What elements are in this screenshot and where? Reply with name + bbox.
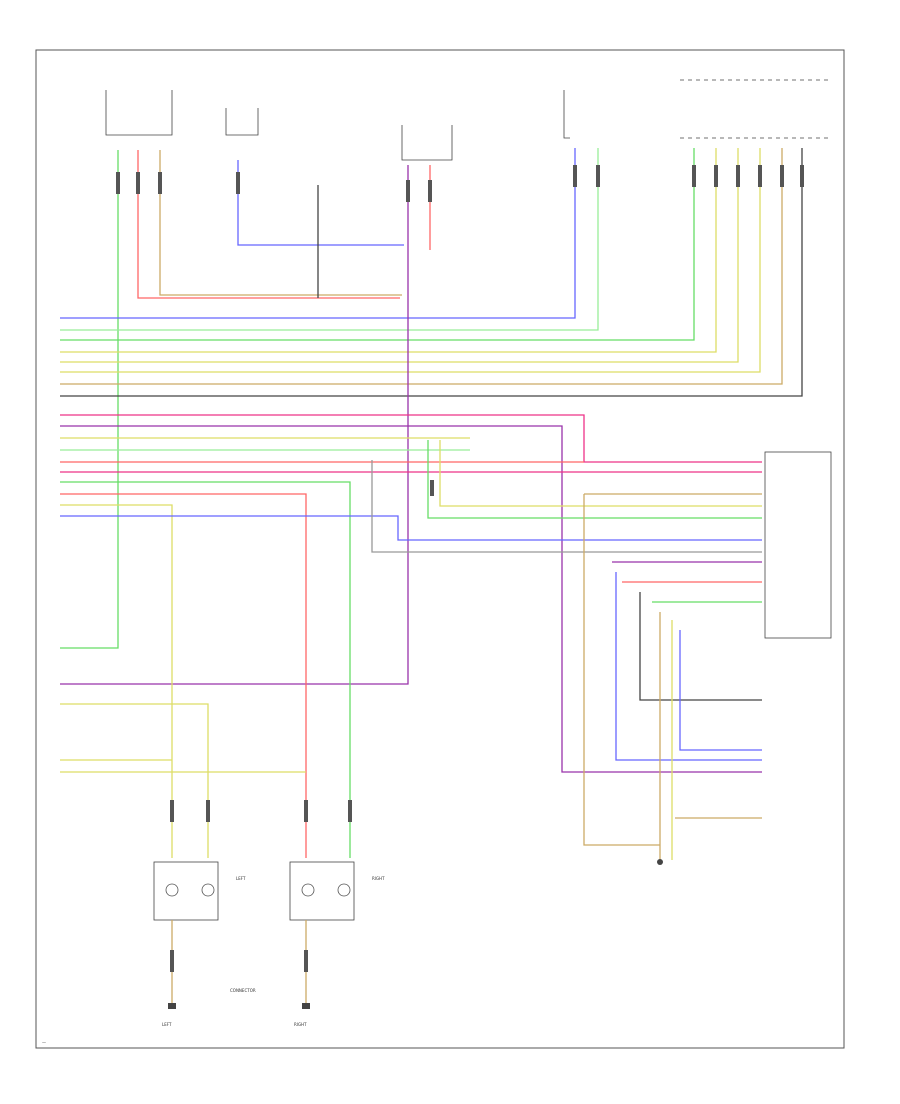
wire-violet-1 — [60, 165, 409, 685]
component-box-4 — [563, 90, 570, 139]
connector-14 — [428, 180, 432, 202]
connector-2 — [136, 172, 140, 194]
wire-green-4 — [427, 440, 762, 519]
diagram-frame — [35, 49, 845, 1049]
wire-black-3 — [639, 592, 762, 701]
wires — [60, 148, 803, 1005]
wire-yellow-8 — [60, 703, 209, 858]
wire-yellow-2 — [60, 148, 739, 363]
connector-15 — [170, 800, 174, 822]
connector-12 — [800, 165, 804, 187]
wire-tan-4 — [583, 494, 660, 846]
connector-3 — [158, 172, 162, 194]
bulb-icon — [201, 883, 215, 897]
wire-green-1 — [60, 150, 119, 649]
wire-yellow-1 — [60, 148, 717, 353]
connector-4 — [236, 172, 240, 194]
connector-17 — [304, 800, 308, 822]
wire-yellow-5 — [60, 504, 173, 858]
connector-11 — [780, 165, 784, 187]
wire-blue-3 — [60, 515, 762, 541]
connector-10 — [758, 165, 762, 187]
wire-green-3 — [60, 481, 351, 858]
lamp-box-left — [153, 861, 219, 921]
wire-blue-4 — [615, 572, 762, 761]
component-box-1 — [105, 90, 173, 136]
wire-black-1 — [60, 148, 803, 397]
component-box-3 — [401, 125, 453, 161]
ground-icon — [168, 1003, 176, 1009]
bulb-icon — [165, 883, 179, 897]
wire-tan-1 — [159, 150, 402, 296]
connector-16 — [206, 800, 210, 822]
bulb-icon — [301, 883, 315, 897]
ground-icon — [302, 1003, 310, 1009]
wire-red-4 — [60, 493, 307, 858]
wire-magenta-1 — [60, 414, 762, 463]
component-box-5 — [680, 79, 828, 139]
footer-code: — — [42, 1040, 46, 1045]
connector-13 — [406, 180, 410, 202]
ground-icon — [657, 859, 663, 865]
module-box — [764, 451, 832, 639]
connector-21 — [430, 480, 434, 496]
wire-tan-2 — [60, 148, 783, 385]
lamp-right-label: RIGHT — [372, 876, 385, 881]
wire-lightgreen-1 — [60, 148, 599, 331]
top-components — [105, 79, 832, 921]
connector-5 — [573, 165, 577, 187]
connector-9 — [736, 165, 740, 187]
connectors — [116, 165, 804, 972]
component-box-2 — [225, 108, 259, 136]
center-note: CONNECTOR — [230, 988, 256, 993]
lamp-left-label: LEFT — [236, 876, 246, 881]
connector-19 — [170, 950, 174, 972]
connector-8 — [714, 165, 718, 187]
connector-1 — [116, 172, 120, 194]
wire-gray-1 — [371, 460, 762, 553]
lamp-symbols — [165, 883, 351, 897]
wire-yellow-6 — [439, 440, 762, 507]
wire-blue-1 — [237, 160, 404, 246]
connector-7 — [692, 165, 696, 187]
wire-yellow-3 — [60, 148, 761, 373]
wire-blue-2 — [60, 148, 576, 319]
connector-18 — [348, 800, 352, 822]
connector-20 — [304, 950, 308, 972]
ground-symbols — [168, 859, 663, 1009]
bulb-icon — [337, 883, 351, 897]
lamp-box-right — [289, 861, 355, 921]
wire-violet-2 — [60, 425, 762, 773]
wire-blue-5 — [679, 630, 762, 751]
connector-6 — [596, 165, 600, 187]
wire-red-1 — [137, 150, 400, 299]
ground-right-label: RIGHT — [294, 1022, 307, 1027]
wire-green-2 — [60, 148, 695, 341]
ground-left-label: LEFT — [162, 1022, 172, 1027]
